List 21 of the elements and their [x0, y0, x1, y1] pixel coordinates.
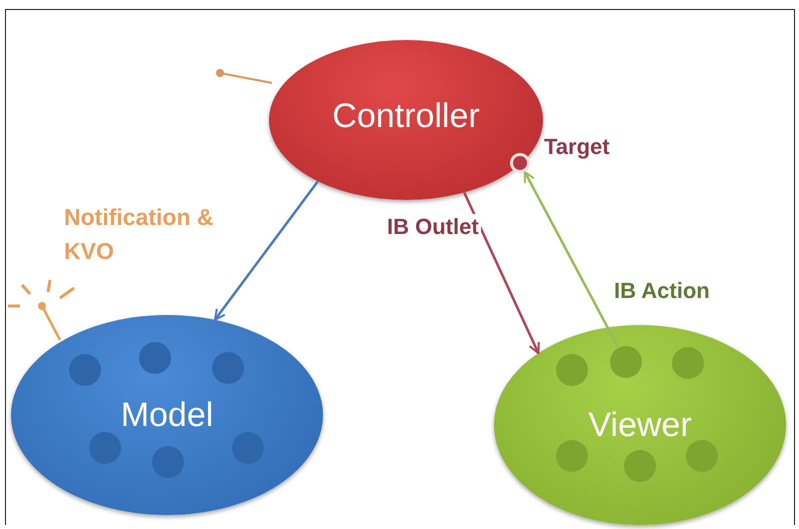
arrow — [524, 170, 620, 348]
target-circle — [510, 153, 530, 173]
target-label: Target — [544, 134, 610, 160]
dot — [69, 354, 101, 386]
node-label: Controller — [332, 96, 480, 136]
dot — [139, 342, 171, 374]
node-label: Viewer — [588, 406, 692, 444]
dot — [89, 432, 121, 464]
dot — [556, 440, 588, 472]
dot — [672, 347, 704, 379]
node-label: Model — [120, 396, 214, 434]
dot — [686, 440, 718, 472]
dot — [556, 354, 588, 386]
dot — [232, 432, 264, 464]
dot — [624, 450, 656, 482]
arrow — [214, 180, 319, 321]
annotation-text: Notification & KVO — [64, 203, 214, 266]
dot — [212, 352, 244, 384]
arrow — [463, 192, 540, 354]
dot — [610, 346, 642, 378]
dot — [152, 446, 184, 478]
